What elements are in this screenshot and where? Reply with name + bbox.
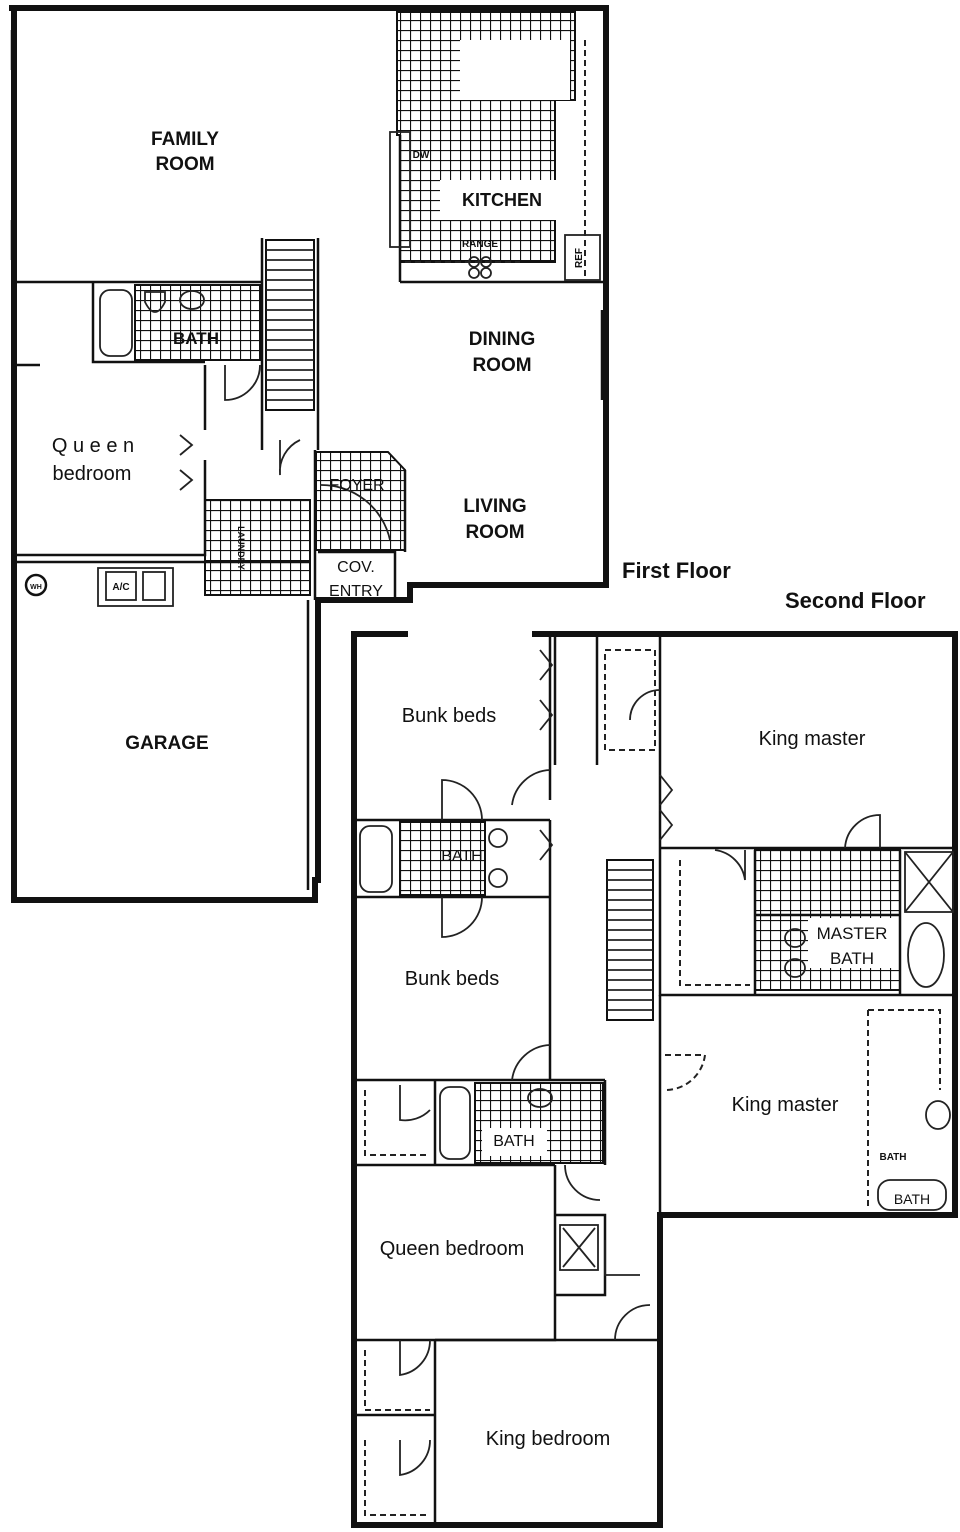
second-floor: Second Floor <box>351 588 958 1528</box>
toilet-icon <box>144 291 166 313</box>
range-label: RANGE <box>462 239 498 250</box>
sink-icon <box>784 928 806 948</box>
garage-label: GARAGE <box>125 733 208 754</box>
door <box>224 364 261 401</box>
shower-icon <box>559 1224 599 1271</box>
bathtub-icon <box>99 289 133 357</box>
door <box>441 779 483 821</box>
bath-2-label: BATH <box>493 1133 534 1150</box>
second-floor-label: Second Floor <box>785 588 926 613</box>
bathtub-icon <box>907 922 945 988</box>
stairs <box>265 239 315 411</box>
bath-1-label: BATH <box>441 848 482 865</box>
bath-3-small-label: BATH <box>879 1152 906 1163</box>
first-floor-label: First Floor <box>622 558 731 583</box>
bathtub-icon <box>439 1086 471 1160</box>
king-master-1-label: King master <box>759 728 866 750</box>
bunk-beds-1-label: Bunk beds <box>402 705 497 727</box>
laundry-label: LAUNDRY <box>236 526 246 570</box>
first-floor-outer-wall <box>9 5 609 903</box>
king-bedroom-label: King bedroom <box>486 1428 611 1450</box>
sink-icon <box>179 290 205 310</box>
foyer-tile <box>315 451 406 551</box>
sink-icon <box>527 1088 553 1108</box>
bath-label: BATH <box>173 329 219 348</box>
sink-icon <box>488 828 508 848</box>
water-heater-icon <box>24 573 48 597</box>
covered-entry-label: COV.ENTRY <box>329 559 383 600</box>
king-master-2-label: King master <box>732 1094 839 1116</box>
bath-3-label: BATH <box>894 1191 930 1207</box>
ac-label: A/C <box>112 582 129 593</box>
queen-bedroom-label: Queen bedroom <box>380 1238 525 1260</box>
foyer-label: FOYER <box>329 477 384 494</box>
water-heater-label: WH <box>30 584 42 591</box>
bathtub-icon <box>877 1179 947 1211</box>
shower-icon <box>904 851 954 913</box>
refrigerator-label: REF <box>574 248 585 268</box>
laundry-tile <box>204 499 311 596</box>
bunk-beds-2-label: Bunk beds <box>405 968 500 990</box>
stairs <box>606 859 654 1021</box>
dishwasher-label: DW <box>413 150 430 161</box>
refrigerator-icon <box>564 234 601 281</box>
ac-unit-icon <box>105 571 137 601</box>
bathtub-icon <box>359 825 393 893</box>
kitchen-label: KITCHEN <box>462 190 542 210</box>
bath-tile <box>134 284 261 361</box>
